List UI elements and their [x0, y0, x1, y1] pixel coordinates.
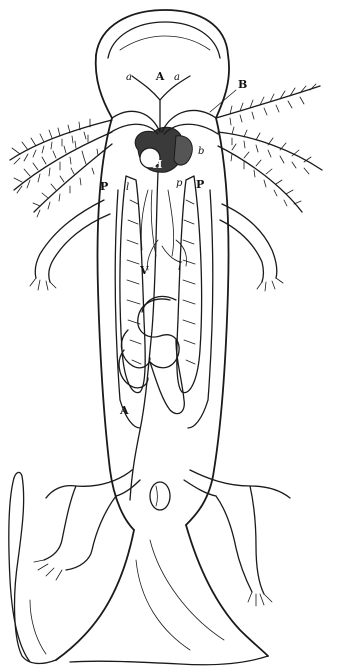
right-gills	[216, 84, 322, 212]
label-H: H	[152, 158, 162, 171]
right-forelimb	[220, 204, 283, 291]
label-P-right: P	[196, 178, 204, 191]
label-b: b	[198, 146, 204, 157]
tail	[9, 472, 268, 664]
left-gills	[10, 119, 112, 217]
label-p-right: p	[176, 178, 183, 189]
left-lung	[120, 176, 145, 393]
left-hindlimb	[34, 486, 116, 580]
label-a-left: a	[126, 72, 132, 83]
liver-and-vessels	[141, 190, 186, 270]
right-lung	[177, 176, 202, 393]
intestines	[119, 296, 184, 413]
label-A-lower: A	[119, 404, 129, 417]
label-P-left: P	[100, 180, 108, 193]
label-l: l	[178, 262, 181, 273]
label-A: A	[155, 70, 165, 83]
aortic-arches	[108, 76, 218, 134]
body-outline	[96, 10, 229, 530]
label-a-right: a	[174, 72, 180, 83]
label-V: V	[139, 264, 149, 277]
dorsal-aorta	[130, 172, 158, 500]
label-lv: l	[126, 182, 129, 193]
label-B: B	[238, 78, 247, 91]
right-hindlimb	[216, 486, 272, 606]
